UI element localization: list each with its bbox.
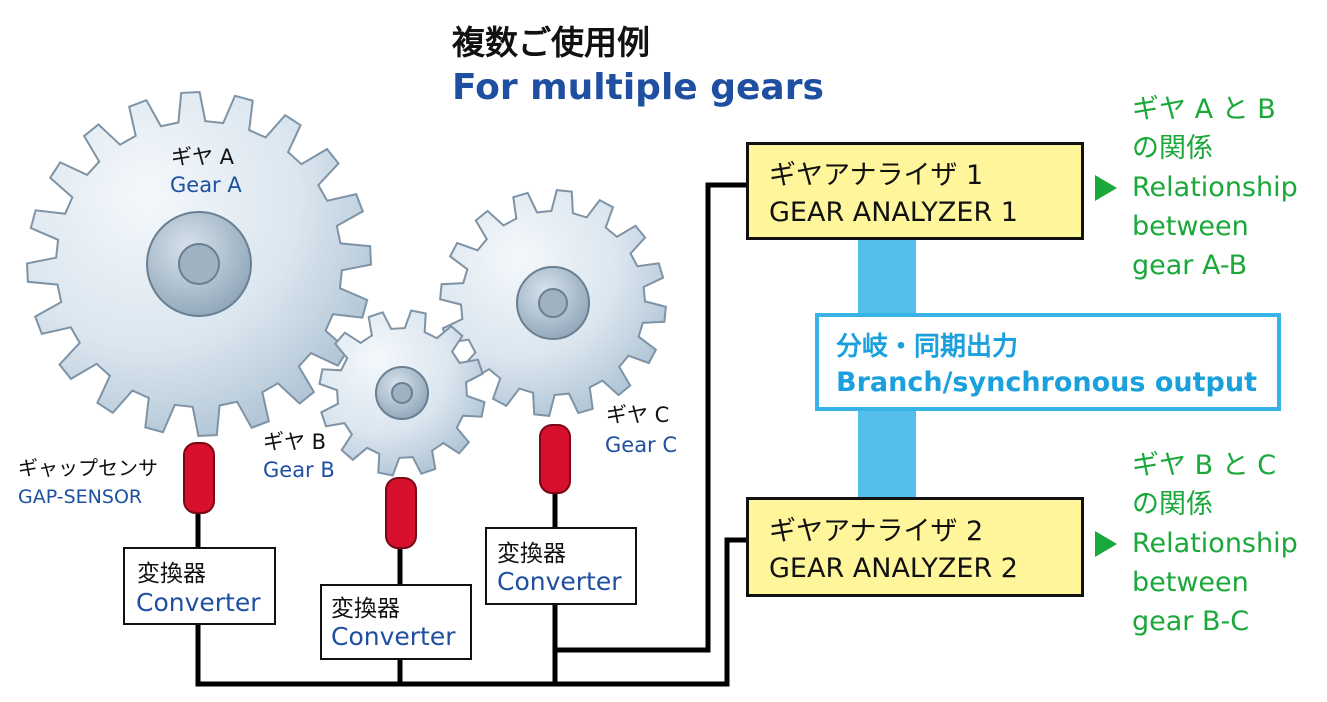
result-2-arrow-icon: [1095, 531, 1117, 557]
gear-b-axle: [391, 382, 413, 404]
result-1-line2: の関係: [1132, 133, 1213, 164]
converter-c-label-jp: 変換器: [497, 541, 566, 567]
wire-analyzer-1: [555, 182, 750, 653]
converter-a: 変換器 Converter: [123, 547, 276, 625]
converter-a-label-en: Converter: [136, 588, 261, 617]
gap-sensor-label-jp: ギャップセンサ: [18, 456, 158, 480]
analyzer-1-label-jp: ギヤアナライザ 1: [769, 160, 984, 191]
result-2-line2: の関係: [1132, 489, 1213, 520]
converter-b: 変換器 Converter: [320, 584, 472, 660]
analyzer-2-label-en: GEAR ANALYZER 2: [769, 553, 1018, 584]
analyzer-1-label-en: GEAR ANALYZER 1: [769, 197, 1018, 228]
branch-label-en: Branch/synchronous output: [836, 367, 1258, 398]
converter-c-label-en: Converter: [497, 567, 622, 596]
gear-c-label-en: Gear C: [605, 433, 678, 457]
result-2-line1: ギヤ B と C: [1132, 450, 1277, 481]
result-1-line3: Relationship: [1132, 172, 1298, 203]
title-en: For multiple gears: [452, 67, 824, 108]
gear-b-label-jp: ギヤ B: [263, 430, 327, 454]
gear-a-axle: [178, 243, 220, 285]
result-1-line4: between: [1132, 211, 1249, 242]
result-1-line1: ギヤ A と B: [1132, 94, 1276, 125]
converter-a-label-jp: 変換器: [137, 561, 206, 587]
result-1-arrow-icon: [1095, 175, 1117, 201]
gear-analyzer-2: ギヤアナライザ 2 GEAR ANALYZER 2: [746, 497, 1084, 597]
result-2-line5: gear B-C: [1132, 606, 1250, 637]
converter-c: 変換器 Converter: [485, 527, 637, 605]
gear-c-axle: [538, 288, 568, 318]
gap-sensor-a: [183, 442, 215, 514]
result-1-line5: gear A-B: [1132, 250, 1248, 281]
branch-output-box: 分岐・同期出力 Branch/synchronous output: [815, 313, 1281, 411]
gap-sensor-c: [539, 424, 571, 494]
gear-a-label-jp: ギヤ A: [171, 145, 235, 169]
result-2-line3: Relationship: [1132, 528, 1298, 559]
gap-sensor-label-en: GAP-SENSOR: [18, 486, 143, 508]
gear-analyzer-1: ギヤアナライザ 1 GEAR ANALYZER 1: [746, 142, 1084, 240]
gap-sensor-b: [385, 477, 417, 549]
converter-b-label-en: Converter: [331, 622, 456, 651]
title-jp: 複数ご使用例: [452, 23, 650, 62]
converter-b-label-jp: 変換器: [331, 596, 400, 622]
gear-c-label-jp: ギヤ C: [606, 403, 670, 427]
gear-a-label-en: Gear A: [170, 173, 242, 197]
result-2-line4: between: [1132, 567, 1249, 598]
analyzer-2-label-jp: ギヤアナライザ 2: [769, 516, 984, 547]
gear-b-label-en: Gear B: [263, 458, 335, 482]
wire-converter-a: [195, 505, 750, 687]
branch-label-jp: 分岐・同期出力: [836, 332, 1019, 362]
